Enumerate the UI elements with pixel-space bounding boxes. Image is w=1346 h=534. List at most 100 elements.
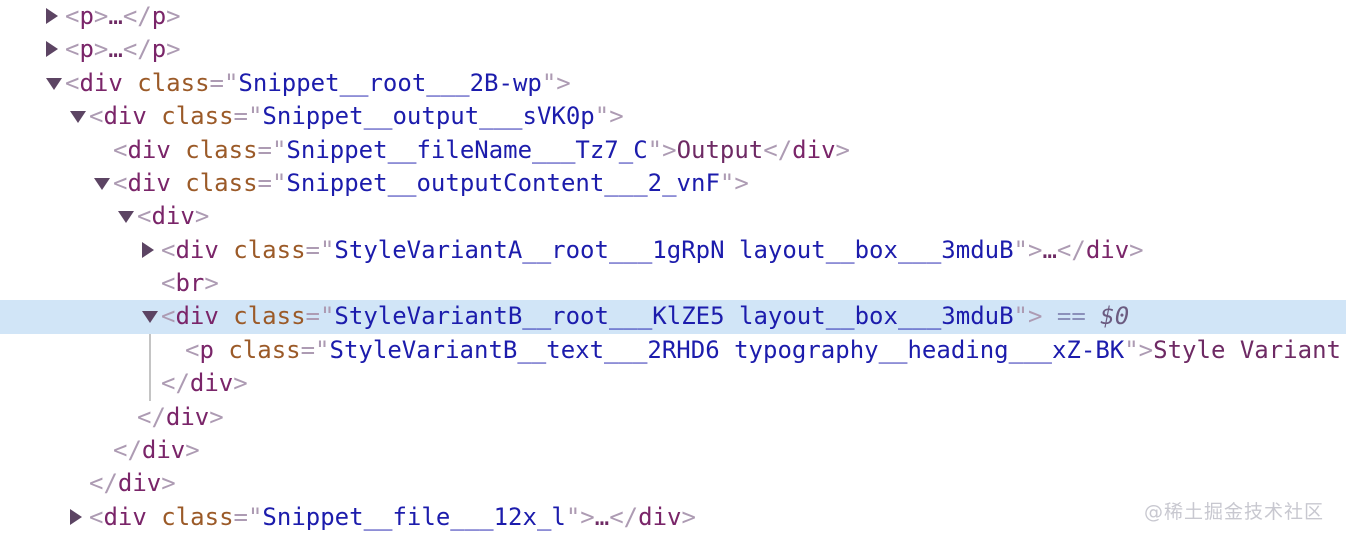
text-content: Output [676, 135, 764, 164]
space [123, 69, 137, 97]
syntax-punctuation: > [204, 269, 219, 297]
tag-name: div [79, 68, 123, 97]
tag-name: p [151, 35, 167, 64]
tag-name: p [79, 2, 94, 30]
triangle-right-icon[interactable] [46, 8, 58, 24]
text-content: … [1042, 235, 1057, 264]
syntax-punctuation: =" [257, 168, 287, 197]
syntax-punctuation: > [835, 135, 850, 164]
space [219, 302, 233, 330]
triangle-right-icon[interactable] [142, 241, 154, 258]
syntax-punctuation: < [161, 235, 176, 264]
attribute-value: StyleVariantB__root___KlZE5 layout__box_… [334, 302, 1014, 331]
text-content: … [108, 2, 123, 30]
syntax-punctuation: < [185, 335, 200, 364]
attribute-name: class [161, 102, 234, 131]
tag-name: div [189, 369, 234, 398]
syntax-punctuation: "> [647, 135, 677, 164]
tree-row[interactable]: </div> [0, 367, 1346, 400]
syntax-punctuation: > [1129, 235, 1144, 264]
attribute-name: class [233, 235, 306, 264]
tag-name: div [127, 135, 171, 164]
syntax-punctuation: > [93, 35, 109, 64]
syntax-punctuation: </ [1056, 235, 1086, 264]
tag-name: p [199, 335, 214, 364]
tree-row[interactable]: <p class="StyleVariantB__text___2RHD6 ty… [0, 334, 1346, 367]
attribute-name: class [228, 335, 301, 364]
syntax-punctuation: =" [305, 302, 335, 331]
attribute-value: Snippet__fileName___Tz7_C [286, 135, 648, 164]
attribute-value: Snippet__file___12x_l [262, 502, 566, 531]
tree-row[interactable]: </div> [0, 434, 1346, 467]
syntax-punctuation: </ [763, 135, 793, 164]
tag-name: div [638, 502, 682, 531]
triangle-down-icon[interactable] [70, 111, 86, 124]
triangle-down-icon[interactable] [118, 211, 134, 224]
equals-hint: == [1042, 302, 1101, 331]
attribute-name: class [161, 502, 234, 531]
syntax-punctuation: </ [122, 35, 152, 64]
syntax-punctuation: < [89, 502, 104, 531]
syntax-punctuation: > [194, 202, 210, 231]
tag-name: div [151, 202, 195, 231]
tag-name: p [79, 35, 94, 64]
syntax-punctuation: > [681, 502, 696, 531]
triangle-down-icon[interactable] [46, 77, 62, 90]
tree-row[interactable]: <div class="Snippet__outputContent___2_v… [0, 167, 1346, 200]
syntax-punctuation: "> [1013, 235, 1043, 264]
tag-name: div [117, 469, 162, 498]
syntax-punctuation: < [137, 202, 152, 231]
tree-row[interactable]: </div> [0, 467, 1346, 500]
syntax-punctuation: =" [300, 335, 330, 364]
syntax-punctuation: "> [1013, 302, 1043, 331]
text-content: … [594, 502, 610, 531]
syntax-punctuation: "> [719, 168, 749, 197]
triangle-down-icon[interactable] [142, 311, 158, 324]
tree-row[interactable]: <div class="Snippet__output___sVK0p"> [0, 100, 1346, 133]
syntax-punctuation: < [113, 135, 128, 164]
triangle-right-icon[interactable] [46, 41, 58, 58]
attribute-value: Snippet__output___sVK0p [262, 102, 595, 131]
tree-row[interactable]: <p>…</p> [0, 0, 1346, 33]
space [219, 236, 233, 264]
tag-name: div [141, 435, 186, 464]
tag-name: div [103, 502, 147, 531]
syntax-punctuation: </ [137, 402, 166, 431]
tree-row[interactable]: <div class="Snippet__file___12x_l">…</di… [0, 501, 1346, 534]
tag-name: p [151, 2, 167, 30]
syntax-punctuation: </ [89, 469, 118, 498]
text-content: Style Variant [1153, 335, 1341, 364]
syntax-punctuation: < [65, 2, 80, 30]
attribute-value: Snippet__root___2B-wp [238, 68, 542, 97]
tree-row[interactable]: <div> [0, 200, 1346, 233]
syntax-punctuation: "> [1124, 335, 1154, 364]
syntax-punctuation: > [93, 2, 109, 30]
tag-name: div [175, 235, 219, 264]
tag-name: div [103, 102, 147, 131]
triangle-down-icon[interactable] [94, 177, 110, 190]
triangle-right-icon[interactable] [70, 508, 82, 525]
space [171, 169, 185, 197]
attribute-name: class [137, 68, 210, 97]
syntax-punctuation: =" [209, 68, 239, 97]
tree-row[interactable]: </div> [0, 401, 1346, 434]
tag-name: br [175, 269, 205, 297]
tree-row[interactable]: <div class="Snippet__root___2B-wp"> [0, 67, 1346, 100]
tree-row[interactable]: <div class="Snippet__fileName___Tz7_C">O… [0, 134, 1346, 167]
syntax-punctuation: =" [233, 502, 263, 531]
syntax-punctuation: > [209, 402, 224, 431]
space [214, 336, 228, 364]
tree-row[interactable]: <div class="StyleVariantA__root___1gRpN … [0, 234, 1346, 267]
space [171, 136, 185, 164]
attribute-value: StyleVariantA__root___1gRpN layout__box_… [334, 235, 1014, 264]
syntax-punctuation: > [233, 369, 248, 398]
syntax-punctuation: =" [233, 102, 263, 131]
tree-row[interactable]: <p>…</p> [0, 33, 1346, 66]
syntax-punctuation: < [113, 168, 128, 197]
tree-row-selected[interactable]: <div class="StyleVariantB__root___KlZE5 … [0, 300, 1346, 334]
tree-row[interactable]: <br> [0, 267, 1346, 300]
syntax-punctuation: </ [113, 435, 142, 464]
syntax-punctuation: =" [305, 235, 335, 264]
attribute-name: class [233, 302, 306, 331]
